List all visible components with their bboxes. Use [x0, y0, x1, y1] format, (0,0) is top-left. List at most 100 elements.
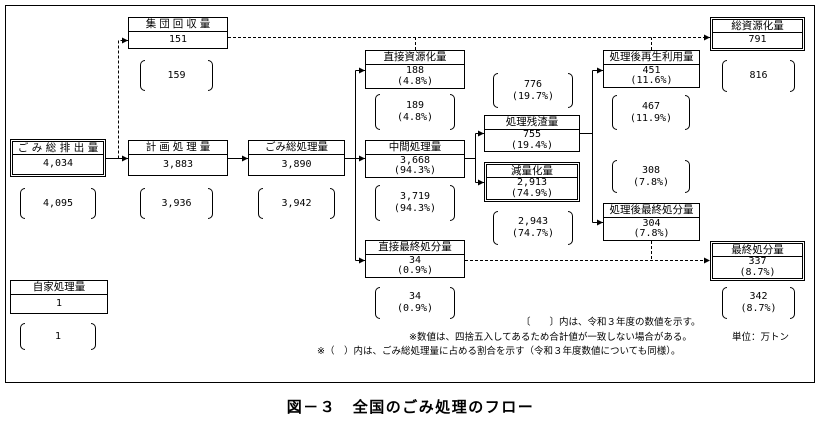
box-intermediate-treatment: 中間処理量 3,668 (94.3%): [365, 140, 465, 178]
box-title: 計画処理量: [129, 141, 227, 155]
box-value-area: 337 (8.7%): [713, 256, 802, 278]
box-percent: (0.9%): [396, 265, 434, 276]
bracket-left: [258, 188, 263, 219]
box-value: 451: [642, 64, 661, 76]
box-value-area: 3,890: [249, 155, 344, 175]
prev-year-value: 4,095: [42, 197, 74, 209]
box-title: 減量化量: [487, 165, 577, 178]
prev-year-total-treatment: 3,942: [258, 188, 335, 219]
box-reduction: 減量化量 2,913 (74.9%): [484, 162, 580, 202]
prev-year-reduction: 2,943 (74.7%): [493, 211, 573, 245]
box-direct-landfill: 直接最終処分量 34 (0.9%): [365, 240, 465, 278]
prev-year-group-collection: 159: [140, 60, 213, 91]
prev-year-post-treatment-recycling: 467 (11.9%): [612, 95, 690, 130]
box-value-area: 34 (0.9%): [366, 255, 464, 277]
box-value: 1: [55, 297, 63, 309]
box-title: 処理残渣量: [485, 116, 579, 130]
prev-year-value: 189: [405, 100, 425, 111]
box-value-area: 151: [129, 32, 227, 48]
prev-year-percent: (8.7%): [740, 303, 777, 314]
prev-year-percent: (74.7%): [511, 228, 555, 239]
box-title: ごみ総排出量: [13, 142, 103, 155]
box-percent: (7.8%): [633, 228, 670, 239]
prev-year-percent: (0.9%): [396, 303, 434, 314]
box-percent: (8.7%): [739, 266, 776, 278]
box-title: ごみ総処理量: [249, 141, 344, 155]
box-value: 4,034: [42, 158, 74, 170]
bracket-right: [685, 160, 690, 193]
bracket-right: [790, 60, 795, 92]
box-value: 188: [405, 65, 425, 76]
box-title: 中間処理量: [366, 141, 464, 155]
box-value: 337: [748, 256, 767, 267]
box-total-recycling: 総資源化量 791: [710, 17, 805, 51]
box-value-area: 755 (19.4%): [485, 129, 579, 151]
box-percent: (11.6%): [630, 75, 673, 86]
bracket-left: [375, 185, 380, 221]
box-value: 791: [748, 34, 767, 46]
box-value-area: 4,034: [13, 155, 103, 174]
box-value: 151: [168, 33, 188, 45]
box-residue: 処理残渣量 755 (19.4%): [484, 115, 580, 152]
prev-year-value: 467: [641, 100, 661, 112]
bracket-right: [790, 287, 795, 319]
prev-year-percent: (4.8%): [396, 112, 434, 123]
prev-year-value: 776: [523, 78, 543, 90]
box-value-area: 3,883: [129, 155, 227, 175]
bracket-left: [612, 160, 617, 193]
bracket-left: [493, 211, 498, 245]
box-planned-treatment: 計画処理量 3,883: [128, 140, 228, 176]
box-percent: (4.8%): [396, 75, 434, 87]
prev-year-value: 342: [749, 291, 768, 302]
bracket-right: [450, 287, 455, 319]
prev-year-value: 3,719: [399, 191, 431, 202]
prev-year-intermediate-treatment: 3,719 (94.3%): [375, 185, 455, 221]
box-title: 集団回収量: [129, 18, 227, 32]
prev-year-percent: (7.8%): [632, 176, 670, 188]
prev-year-post-treatment-landfill: 308 (7.8%): [612, 160, 690, 193]
note-rounding: ※数値は、四捨五入してあるため合計値が一致しない場合がある。: [409, 332, 692, 343]
bracket-right: [450, 185, 455, 221]
box-percent: (94.3%): [393, 165, 437, 176]
unit-label: 単位：万トン: [732, 332, 790, 343]
prev-year-value: 816: [749, 70, 768, 81]
prev-year-percent: (94.3%): [393, 203, 437, 214]
bracket-right: [91, 323, 96, 350]
bracket-right: [450, 94, 455, 130]
box-group-collection: 集団回収量 151: [128, 17, 228, 49]
box-value-area: 2,913 (74.9%): [487, 177, 577, 199]
bracket-right: [208, 188, 213, 219]
prev-year-self-treatment: 1: [20, 323, 96, 350]
box-title: 処理後再生利用量: [604, 51, 699, 65]
bracket-left: [20, 323, 25, 350]
box-final-landfill: 最終処分量 337 (8.7%): [710, 241, 805, 281]
box-title: 直接資源化量: [366, 51, 464, 65]
bracket-left: [20, 188, 25, 219]
prev-year-value: 3,942: [281, 197, 312, 209]
prev-year-value: 34: [408, 291, 422, 302]
box-value-area: 791: [713, 33, 802, 48]
box-value: 755: [522, 129, 542, 140]
box-title: 自家処理量: [11, 281, 107, 295]
prev-year-direct-recycling: 189 (4.8%): [375, 94, 455, 130]
bracket-left: [140, 60, 145, 91]
bracket-right: [208, 60, 213, 91]
box-value: 3,883: [162, 158, 194, 170]
prev-year-percent: (11.9%): [629, 112, 673, 124]
prev-year-planned-treatment: 3,936: [140, 188, 213, 219]
prev-year-value: 308: [641, 164, 661, 176]
note-percent-meaning: ※（ ）内は、ごみ総処理量に占める割合を示す（令和３年度数値についても同様）。: [317, 346, 681, 357]
prev-year-final-landfill: 342 (8.7%): [722, 287, 795, 319]
bracket-right: [91, 188, 96, 219]
prev-year-value: 159: [167, 69, 186, 81]
bracket-right: [330, 188, 335, 219]
box-value-area: 1: [11, 295, 107, 313]
solid-connectors: [106, 67, 603, 264]
prev-year-percent: (19.7%): [511, 90, 555, 102]
box-value: 304: [642, 217, 661, 229]
prev-year-total-emission: 4,095: [20, 188, 96, 219]
box-direct-recycling: 直接資源化量 188 (4.8%): [365, 50, 465, 89]
bracket-right: [568, 211, 573, 245]
diagram-frame: [5, 5, 815, 383]
